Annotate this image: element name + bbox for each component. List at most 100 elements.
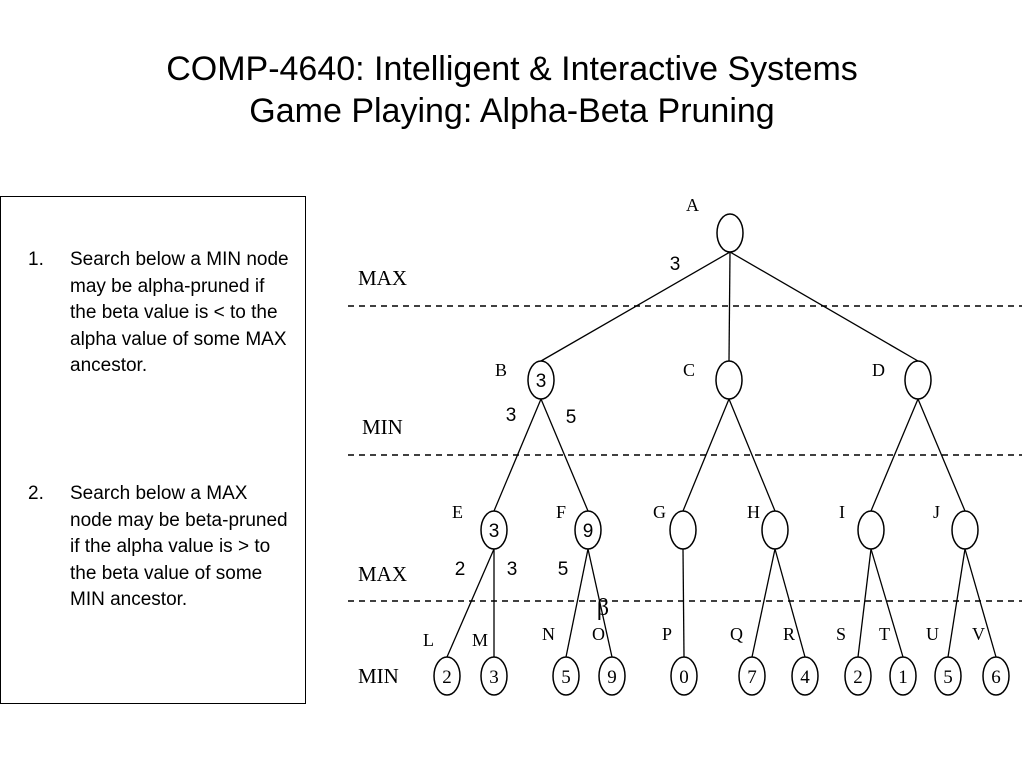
node-t: T1 [879, 624, 917, 696]
node-h: H [747, 502, 789, 550]
annotation-e-right: 3 [507, 559, 518, 580]
slide-title: COMP-4640: Intelligent & Interactive Sys… [0, 48, 1024, 132]
edge-e-l [446, 548, 495, 658]
node-f-label: F [556, 502, 566, 522]
node-s-value: 2 [853, 667, 863, 688]
node-s-circle [844, 656, 872, 696]
node-a-circle [716, 213, 744, 253]
edge-j-u [947, 548, 966, 658]
node-g-label: G [653, 502, 666, 522]
node-e: E3 [452, 502, 508, 550]
node-i-label: I [839, 502, 845, 522]
node-j-label: J [933, 502, 940, 522]
node-q-label: Q [730, 624, 743, 644]
node-h-circle [761, 510, 789, 550]
node-o-value: 9 [607, 667, 617, 688]
rule-1: 1. Search below a MIN node may be alpha-… [28, 247, 290, 380]
node-o-circle [598, 656, 626, 696]
node-q: Q7 [730, 624, 766, 696]
node-e-label: E [452, 502, 463, 522]
node-s-label: S [836, 624, 846, 644]
edge-f-n [565, 548, 589, 658]
node-b-circle [527, 360, 555, 400]
node-q-value: 7 [747, 667, 757, 688]
node-f: F9 [556, 502, 602, 550]
level-label-min-2: MIN [358, 664, 399, 688]
value-annotations: 3 3 5 2 3 5 β [455, 254, 681, 621]
edge-f-o [587, 548, 613, 658]
node-l: L2 [423, 630, 461, 696]
node-g: G [653, 502, 697, 550]
node-n-value: 5 [561, 667, 571, 688]
level-label-max-2: MAX [358, 562, 407, 586]
node-o: O9 [592, 624, 626, 696]
rule-1-number: 1. [28, 249, 44, 270]
node-u-value: 5 [943, 667, 953, 688]
edge-c-g [682, 398, 730, 512]
node-b-label: B [495, 360, 507, 380]
rule-2: 2. Search below a MAX node may be beta-p… [28, 481, 290, 614]
tree-edges [446, 251, 997, 658]
level-label-min-1: MIN [362, 415, 403, 439]
edge-d-j [917, 398, 966, 512]
node-u: U5 [926, 624, 962, 696]
node-v-value: 6 [991, 667, 1001, 688]
node-u-circle [934, 656, 962, 696]
node-d-label: D [872, 360, 885, 380]
node-i-circle [857, 510, 885, 550]
node-v-circle [982, 656, 1010, 696]
node-b-value: 3 [536, 371, 547, 392]
node-v: V6 [972, 624, 1010, 696]
rules-box [0, 196, 306, 704]
node-s: S2 [836, 624, 872, 696]
annotation-e-left: 2 [455, 559, 466, 580]
node-a: A [686, 195, 744, 253]
node-p: P0 [662, 624, 698, 696]
edge-b-e [493, 398, 542, 512]
node-o-label: O [592, 624, 605, 644]
level-label-max-1: MAX [358, 266, 407, 290]
node-r-circle [791, 656, 819, 696]
node-a-label: A [686, 195, 699, 215]
node-b: B3 [495, 360, 555, 400]
node-p-value: 0 [679, 667, 689, 688]
node-c: C [683, 360, 743, 400]
annotation-f-left: 5 [558, 559, 569, 580]
node-l-value: 2 [442, 667, 452, 688]
node-r: R4 [783, 624, 819, 696]
edge-a-b [540, 251, 731, 362]
node-r-label: R [783, 624, 795, 644]
node-n: N5 [542, 624, 580, 696]
rule-2-number: 2. [28, 483, 44, 504]
rule-2-text: Search below a MAX node may be beta-prun… [70, 483, 288, 610]
edge-c-h [728, 398, 776, 512]
edge-a-d [729, 251, 919, 362]
node-d: D [872, 360, 932, 400]
rule-1-text: Search below a MIN node may be alpha-pru… [70, 249, 289, 376]
node-n-label: N [542, 624, 555, 644]
node-r-value: 4 [800, 667, 810, 688]
title-line-2: Game Playing: Alpha-Beta Pruning [249, 92, 775, 130]
node-p-label: P [662, 624, 672, 644]
node-m: M3 [472, 630, 508, 696]
node-i: I [839, 502, 885, 550]
title-line-1: COMP-4640: Intelligent & Interactive Sys… [166, 50, 858, 88]
node-t-label: T [879, 624, 890, 644]
node-m-value: 3 [489, 667, 499, 688]
node-t-circle [889, 656, 917, 696]
level-labels: MAX MIN MAX MIN [358, 266, 407, 688]
annotation-b-left: 3 [506, 405, 517, 426]
edge-d-i [870, 398, 919, 512]
node-l-label: L [423, 630, 434, 650]
node-e-circle [480, 510, 508, 550]
node-f-value: 9 [583, 521, 594, 542]
node-j-circle [951, 510, 979, 550]
node-g-circle [669, 510, 697, 550]
node-v-label: V [972, 624, 985, 644]
annotation-b-right: 5 [566, 407, 577, 428]
node-l-circle [433, 656, 461, 696]
edge-i-t [870, 548, 904, 658]
node-j: J [933, 502, 979, 550]
